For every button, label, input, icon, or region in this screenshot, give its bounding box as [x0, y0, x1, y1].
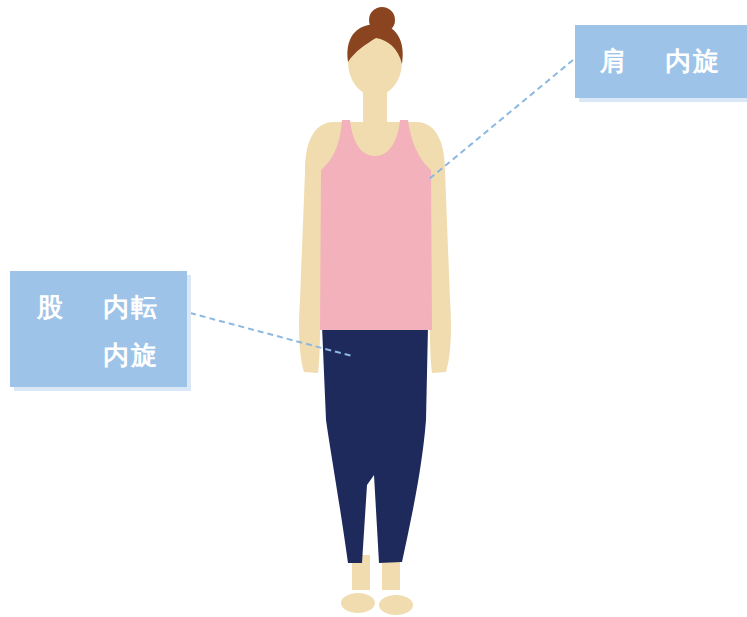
body-part-label: 股 [37, 284, 77, 332]
movement-label: 内転 内旋 [103, 284, 169, 380]
callout-box: 肩内旋 [575, 25, 747, 98]
leader-line [190, 313, 352, 356]
movement-label: 内旋 [665, 38, 735, 86]
body-part-label: 肩 [600, 38, 640, 86]
pants [322, 326, 428, 563]
foot [341, 593, 375, 613]
hair [347, 24, 402, 64]
tank-top [320, 120, 432, 330]
leader-line [428, 60, 573, 180]
callout-box: 股内転 内旋 [10, 271, 187, 387]
foot [379, 595, 413, 615]
